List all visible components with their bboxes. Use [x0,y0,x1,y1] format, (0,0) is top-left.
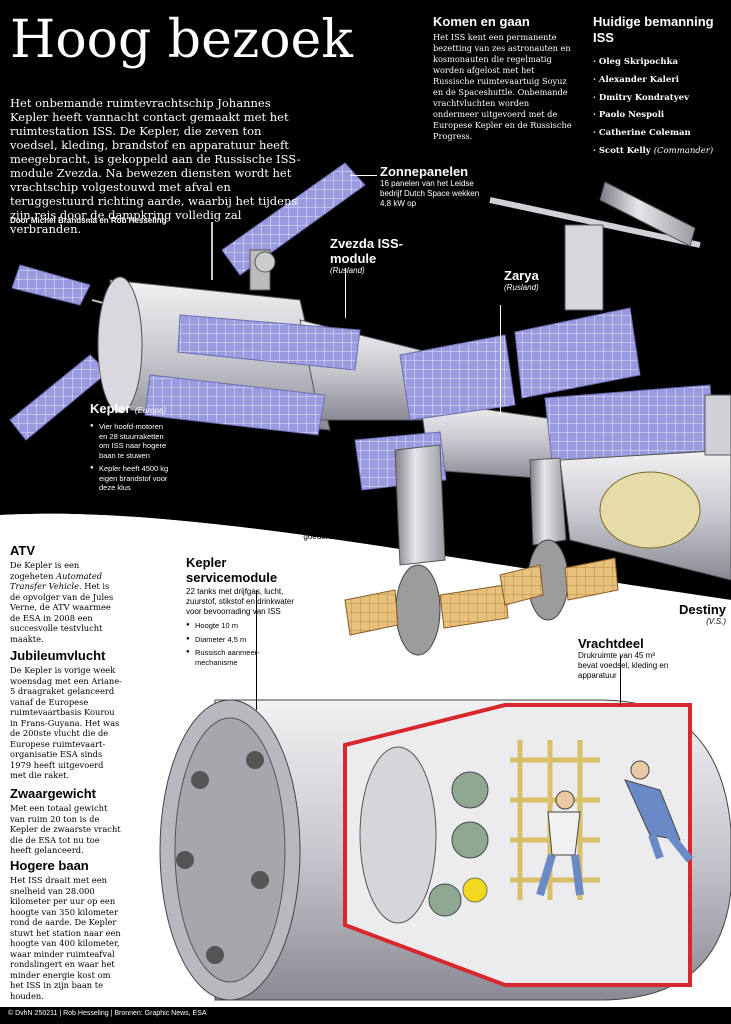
crew-member: · Scott Kelly (Commander) [593,145,714,156]
sidebar-text-atv: De Kepler is een zogeheten Automated Tra… [10,560,114,644]
komen-text: Het ISS kent een permanente bezetting va… [433,32,572,141]
crew-member: · Alexander Kaleri [593,74,679,85]
astronaut-2 [624,760,694,863]
page-title: Hoog bezoek [10,10,353,70]
sidebar-heading-zwaargewicht: Zwaargewicht [10,786,96,801]
label-zvezda: Zvezda ISS-module (Rusland) [330,236,403,275]
byline: Door Michel Brandsma en Rob Hesseling [10,216,167,225]
service-bullet: Hoogte 10 m [186,621,296,631]
progress-vehicle [344,444,509,656]
crew-member: · Paolo Nespoli [593,110,665,121]
zvezda-module [144,314,431,436]
soyuz-vehicle [499,457,619,621]
label-kepler: Kepler (Europa) Vier hoofd-motoren en 28… [90,400,190,497]
destiny-module [559,394,731,581]
crew-member: · Dmitry Kondratyev [593,92,690,103]
leader-line [350,175,377,176]
intro-paragraph: Het onbemande ruimtevrachtschip Johannes… [10,96,301,236]
service-bullet: Diameter 4,5 m [186,635,296,645]
leader-line [620,655,621,705]
komen-heading: Komen en gaan [433,14,530,29]
leader-line [500,305,501,415]
kepler-bullet: Kepler heeft 4500 kg eigen brandstof voo… [90,464,171,493]
sidebar-text-hogere-baan: Het ISS draait met een snelheid van 28.0… [10,875,121,1001]
sidebar-heading-atv: ATV [10,543,36,558]
label-vrachtdeel: Vrachtdeel Drukruimte van 45 m³ bevat vo… [578,636,669,680]
label-progress: Progress (Rusland) Ruimtevrachtschip kan… [274,505,375,541]
label-zarya: Zarya (Rusland) [504,268,539,292]
astronaut-1 [536,790,584,897]
leader-line [345,268,346,318]
crew-member: · Oleg Skripochka [593,57,678,67]
footer-credits: © DvhN 250211 | Rob Hesseling | Bronnen:… [8,1010,207,1017]
sidebar-heading-jubileum: Jubileumvlucht [10,648,106,663]
crew-list: · Oleg Skripochka · Alexander Kaleri · D… [593,54,728,161]
kepler-cutaway [159,699,731,1001]
footer-bar: © DvhN 250211 | Rob Hesseling | Bronnen:… [0,1007,731,1024]
label-servicemodule: Kepler servicemodule 22 tanks met drijfg… [186,555,296,671]
sidebar-heading-hogere-baan: Hogere baan [10,858,89,873]
service-bullet: Russisch aanmeer-mechanisme [186,648,296,667]
crew-heading: Huidige bemanning ISS [593,14,714,45]
sidebar-text-zwaargewicht: Met een totaal gewicht van ruim 20 ton i… [10,803,121,855]
label-zonnepanelen: Zonnepanelen 16 panelen van het Leidse b… [380,164,480,208]
kepler-bullet: Vier hoofd-motoren en 28 stuurraketten o… [90,422,171,460]
zarya-module [354,307,716,491]
upper-truss [489,181,701,311]
sidebar-text-jubileum: De Kepler is vorige week woensdag met ee… [10,665,122,780]
label-destiny: Destiny (V.S.) [679,602,726,626]
crew-member: · Catherine Coleman [593,128,691,139]
